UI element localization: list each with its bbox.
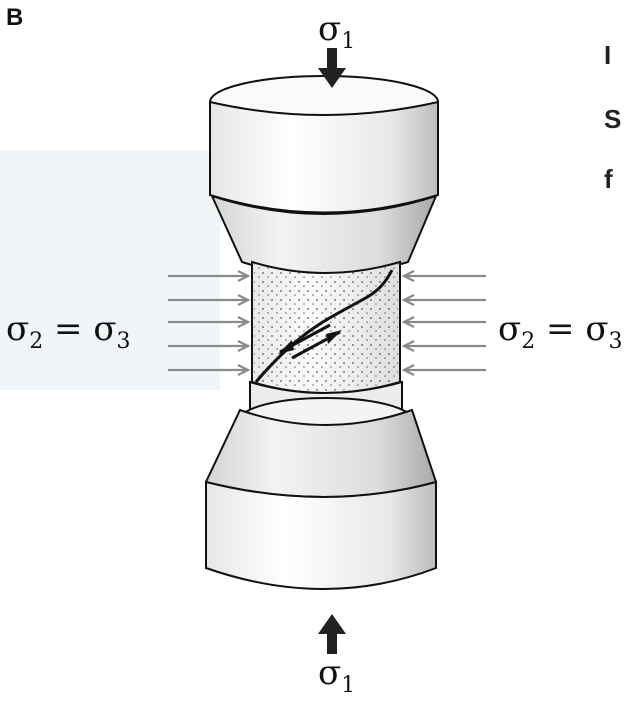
- equals-sign: =: [43, 309, 94, 349]
- confining-arrows-right: [401, 270, 486, 376]
- subscript: 3: [608, 329, 623, 354]
- shear-arrowhead-lower: [326, 330, 342, 344]
- confining-arrow: [401, 316, 486, 328]
- subscript: 3: [116, 329, 131, 354]
- confining-arrow: [401, 364, 486, 376]
- sigma-symbol: σ: [318, 653, 342, 693]
- sigma1-top-arrow: [318, 48, 346, 88]
- confining-arrow: [401, 340, 486, 352]
- sigma1-bottom-arrow: [318, 614, 346, 654]
- subscript: 1: [341, 29, 356, 54]
- panel-label: B: [6, 4, 24, 31]
- sigma1-bottom-label: σ1: [318, 656, 355, 697]
- sigma-symbol: σ: [6, 309, 30, 349]
- subscript: 1: [341, 673, 356, 698]
- cropped-edge-letter: I: [604, 40, 612, 70]
- confining-arrow: [168, 294, 251, 306]
- sigma2-eq-sigma3-left-label: σ2 = σ3: [6, 312, 131, 353]
- confining-arrow: [168, 340, 251, 352]
- sigma2-eq-sigma3-right-label: σ2 = σ3: [498, 312, 623, 353]
- rock-sample: [251, 260, 401, 394]
- cropped-edge-letter: S: [604, 104, 622, 134]
- cropped-edge-letter: f: [604, 164, 613, 194]
- confining-arrow: [168, 316, 251, 328]
- confining-arrow: [168, 364, 251, 376]
- shear-arrowhead-upper: [278, 340, 294, 354]
- sigma-symbol: σ: [585, 309, 609, 349]
- background-smudge: [0, 150, 220, 390]
- sigma-symbol: σ: [498, 309, 522, 349]
- top-loading-platen: [209, 75, 439, 276]
- top-cap-side: [209, 100, 439, 214]
- sigma-symbol: σ: [93, 309, 117, 349]
- confining-arrow: [168, 270, 251, 282]
- bottom-cap-side: [205, 480, 437, 590]
- subscript: 2: [521, 329, 536, 354]
- sigma-symbol: σ: [318, 9, 342, 49]
- confining-arrow: [401, 270, 486, 282]
- sigma1-top-label: σ1: [318, 12, 355, 53]
- confining-arrow: [401, 294, 486, 306]
- equals-sign: =: [535, 309, 586, 349]
- confining-arrows-left: [168, 270, 251, 376]
- bottom-loading-platen: [204, 380, 438, 590]
- subscript: 2: [29, 329, 44, 354]
